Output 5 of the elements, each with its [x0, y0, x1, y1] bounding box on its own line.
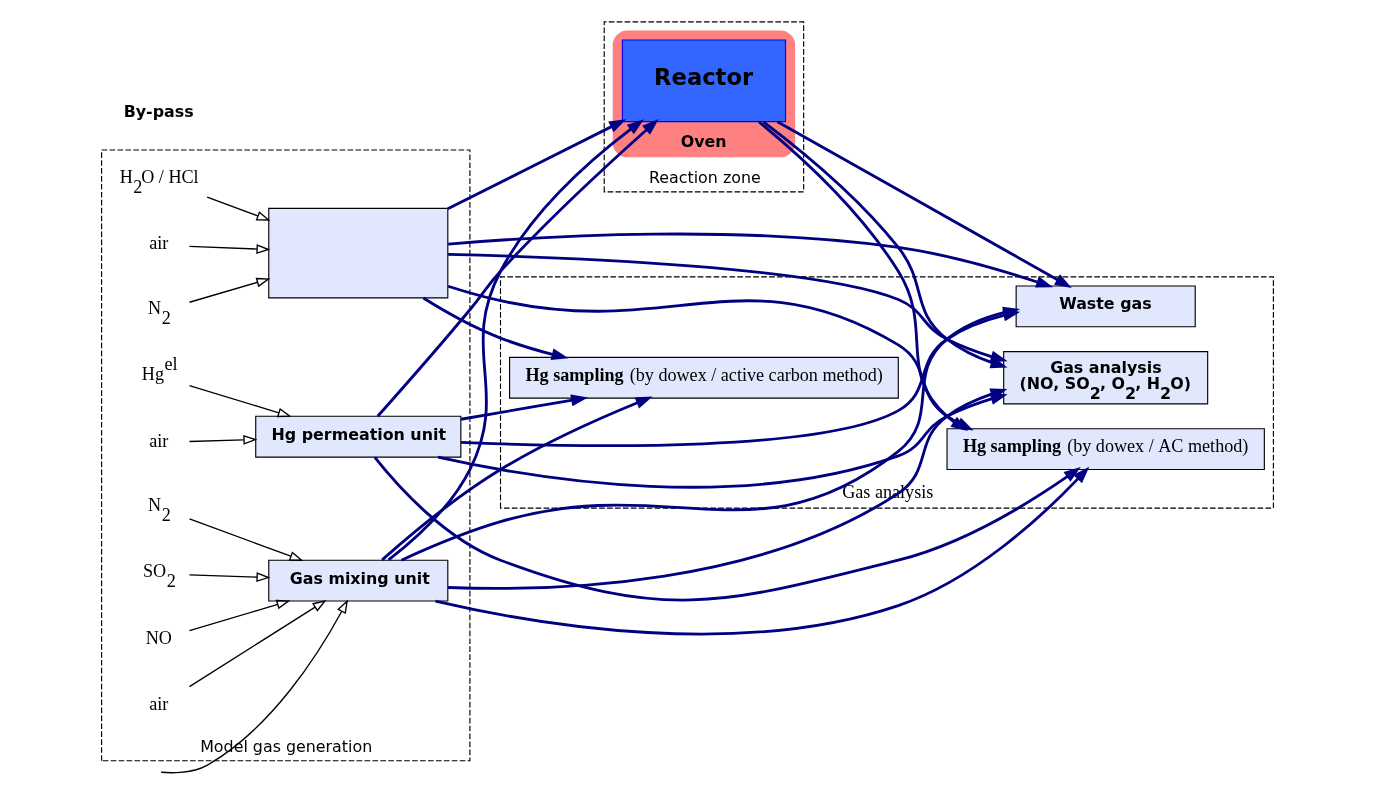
node-text: NO: [145, 627, 172, 648]
node-text: air: [148, 693, 168, 714]
label: By-pass: [123, 101, 194, 121]
node-text: air: [148, 430, 168, 451]
node-text: air: [148, 233, 168, 254]
